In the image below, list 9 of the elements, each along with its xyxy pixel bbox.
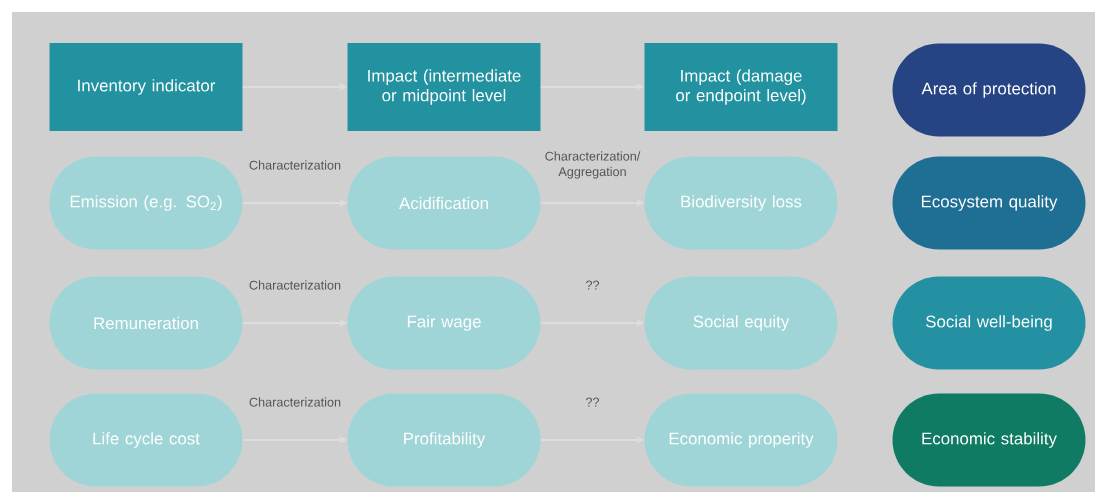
edge-label: Characterization/ Aggregation xyxy=(545,151,641,179)
edge-label: ?? xyxy=(586,280,600,290)
edge-label: Characterization xyxy=(249,280,341,290)
header-box: Impact (damage or endpoint level) xyxy=(644,43,838,131)
header-box: Impact (intermediate or midpoint level xyxy=(347,43,541,131)
edge-label: Characterization xyxy=(249,397,341,407)
edge-label: Characterization xyxy=(249,160,341,170)
header-box: Inventory indicator xyxy=(49,43,243,131)
edge-label: ?? xyxy=(586,397,600,407)
